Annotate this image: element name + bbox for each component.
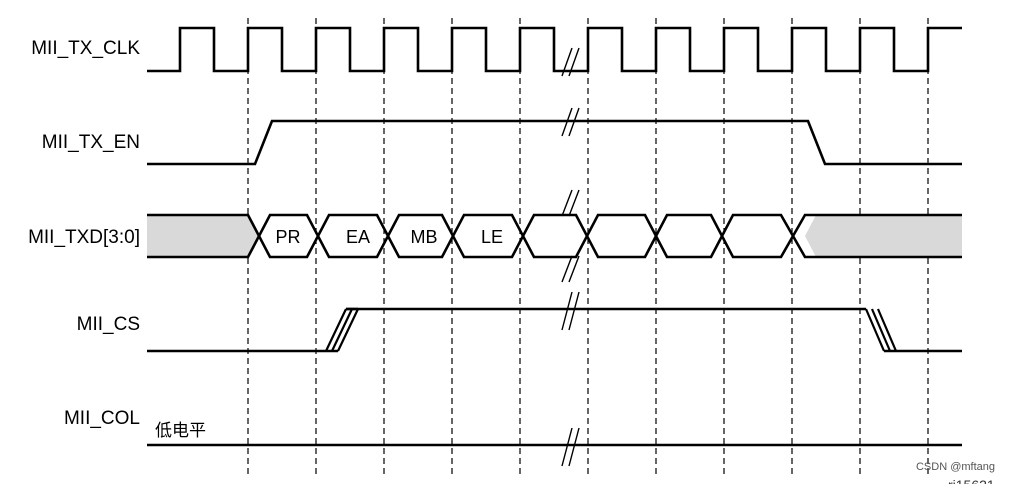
col-low-level-note: 低电平	[155, 421, 206, 441]
cs-high-join	[326, 307, 902, 353]
signal-label-cs: MII_CS	[77, 314, 140, 335]
cs-waveform	[147, 307, 962, 353]
break-mark-txd-top	[561, 189, 580, 217]
cs-fall-edges	[864, 308, 898, 352]
break-mark-txd-bottom	[561, 255, 580, 283]
cs-rise-edges	[325, 308, 359, 352]
signal-label-tx-clk: MII_TX_CLK	[31, 38, 140, 59]
txd-bus-outline	[147, 213, 962, 259]
signal-label-tx-en: MII_TX_EN	[42, 132, 140, 153]
break-mark-en	[561, 107, 580, 137]
clipped-caption-text: ri15621	[948, 477, 995, 484]
signal-label-col: MII_COL	[64, 408, 140, 429]
break-mark-clk	[561, 47, 580, 77]
txd-bus-waveform: PR EA MB LE	[147, 213, 962, 259]
cs-main-line	[147, 307, 962, 353]
break-mark-col	[561, 427, 580, 467]
txd-segment-le: LE	[481, 227, 503, 247]
txd-idle-left	[147, 215, 259, 257]
watermark-text: CSDN @mftang	[916, 461, 995, 473]
tx-en-waveform	[147, 119, 962, 166]
txd-segment-mb: MB	[411, 227, 438, 247]
txd-segment-ea: EA	[346, 227, 370, 247]
txd-segment-pr: PR	[275, 227, 300, 247]
tx-clk-waveform	[147, 26, 962, 73]
break-mark-cs	[561, 291, 580, 331]
time-break-markers	[561, 47, 580, 467]
txd-idle-right	[805, 215, 962, 257]
signal-label-txd: MII_TXD[3:0]	[28, 227, 140, 248]
